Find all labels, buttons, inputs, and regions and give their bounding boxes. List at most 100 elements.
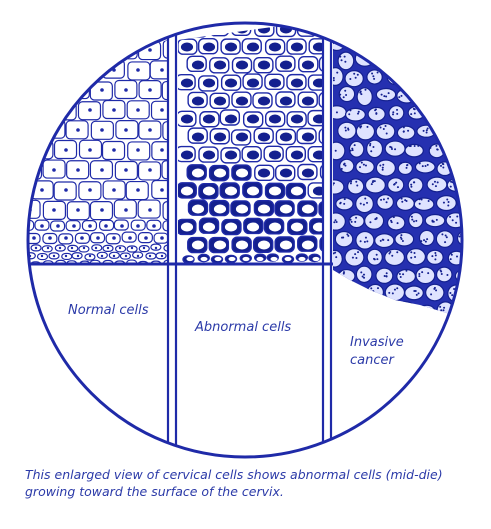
- cell-speck: [402, 240, 404, 242]
- cell-speck: [421, 199, 423, 201]
- cell-speck: [386, 272, 388, 274]
- cell-nucleus: [302, 97, 314, 106]
- cell-speck: [351, 221, 353, 223]
- cell-speck: [363, 204, 365, 206]
- cell-nucleus: [52, 88, 56, 92]
- cell-nucleus: [112, 188, 116, 192]
- cell-speck: [443, 202, 445, 204]
- cell-nucleus: [203, 151, 215, 160]
- cell-nucleus: [120, 224, 124, 228]
- cancer-cell: [356, 123, 374, 140]
- cell-speck: [386, 23, 388, 25]
- cell-speck: [392, 113, 394, 115]
- cell-speck: [418, 273, 420, 275]
- cell-speck: [357, 113, 359, 115]
- cell-speck: [350, 219, 352, 221]
- cell-nucleus: [148, 48, 152, 52]
- cell-speck: [401, 201, 403, 203]
- cell-speck: [404, 55, 406, 57]
- normal-cell: [18, 261, 28, 267]
- cell-speck: [392, 292, 394, 294]
- cell-speck: [370, 150, 372, 152]
- cell-nucleus: [124, 168, 128, 172]
- cell-speck: [383, 95, 385, 97]
- cell-nucleus: [155, 247, 157, 249]
- cell-speck: [444, 241, 446, 243]
- cell-speck: [407, 130, 409, 132]
- cancer-cell: [426, 32, 444, 49]
- cell-speck: [366, 202, 368, 204]
- cell-speck: [454, 113, 456, 115]
- cancer-cell: [426, 70, 445, 87]
- cancer-cell: [436, 16, 452, 31]
- cancer-cell: [337, 16, 354, 33]
- cell-nucleus: [124, 48, 128, 52]
- cell-speck: [349, 78, 351, 80]
- cell-nucleus: [160, 148, 164, 152]
- cell-speck: [333, 182, 335, 184]
- cancer-cell: [437, 267, 452, 282]
- cancer-cell: [388, 178, 404, 192]
- cell-speck: [440, 165, 442, 167]
- cell-speck: [421, 271, 423, 273]
- cell-speck: [361, 20, 363, 22]
- cell-nucleus: [136, 188, 140, 192]
- cell-nucleus: [64, 148, 68, 152]
- cell-speck: [439, 306, 441, 308]
- cell-speck: [422, 165, 424, 167]
- cell-speck: [343, 203, 345, 205]
- cell-nucleus: [256, 257, 263, 261]
- cell-speck: [446, 236, 448, 238]
- cell-nucleus: [225, 223, 237, 232]
- cell-nucleus: [112, 236, 116, 240]
- cell-speck: [371, 183, 373, 185]
- cell-nucleus: [203, 187, 215, 196]
- cell-speck: [394, 289, 396, 291]
- cell-speck: [376, 254, 378, 256]
- cell-speck: [354, 144, 356, 146]
- cell-speck: [461, 23, 463, 25]
- cell-speck: [422, 96, 424, 98]
- cell-nucleus: [192, 133, 204, 142]
- cell-nucleus: [225, 115, 237, 124]
- cell-nucleus: [64, 68, 68, 72]
- cell-speck: [466, 169, 468, 171]
- cell-speck: [445, 125, 447, 127]
- cell-nucleus: [291, 151, 303, 160]
- cell-nucleus: [203, 223, 215, 232]
- cell-speck: [430, 109, 432, 111]
- cell-speck: [440, 309, 442, 311]
- label-abnormal-cells: Abnormal cells: [194, 320, 291, 335]
- cell-speck: [466, 162, 468, 164]
- cell-speck: [410, 257, 412, 259]
- cancer-cell: [438, 124, 453, 141]
- cell-speck: [385, 96, 387, 98]
- cell-speck: [339, 271, 341, 273]
- cell-speck: [443, 93, 445, 95]
- cell-nucleus: [258, 241, 270, 250]
- cell-speck: [359, 92, 361, 94]
- cell-speck: [459, 236, 461, 238]
- cancer-cell: [457, 159, 475, 174]
- cell-nucleus: [56, 224, 60, 228]
- cell-speck: [463, 164, 465, 166]
- cell-nucleus: [192, 169, 204, 178]
- cancer-cell: [345, 31, 365, 49]
- cell-nucleus: [280, 169, 292, 178]
- cell-nucleus: [131, 247, 133, 249]
- cell-speck: [360, 240, 362, 242]
- cell-speck: [456, 255, 458, 257]
- cancer-cell: [356, 160, 374, 174]
- cell-speck: [437, 181, 439, 183]
- cancer-cell: [340, 159, 354, 172]
- normal-cell: [42, 40, 64, 58]
- cell-speck: [446, 93, 448, 95]
- cell-speck: [414, 256, 416, 258]
- cell-speck: [456, 150, 458, 152]
- normal-cell: [55, 60, 77, 78]
- cell-nucleus: [161, 255, 163, 257]
- cell-speck: [383, 19, 385, 21]
- cell-nucleus: [203, 115, 215, 124]
- cancer-cell: [429, 106, 445, 119]
- cell-speck: [388, 92, 390, 94]
